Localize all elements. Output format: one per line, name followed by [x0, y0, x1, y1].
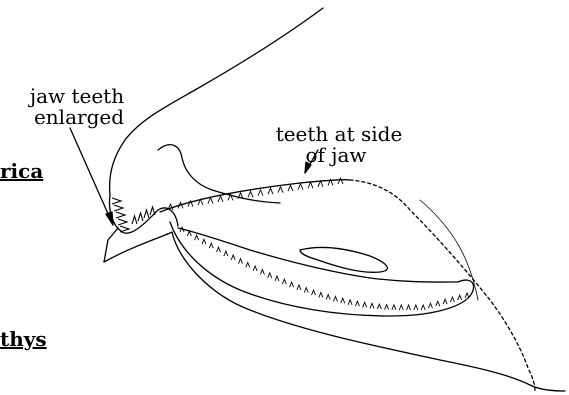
lower-tooth — [377, 304, 381, 309]
lower-jaw-teeth — [180, 227, 469, 310]
upper-jaw-top — [158, 145, 280, 203]
enlarged-tooth — [144, 210, 149, 218]
lower-tooth — [458, 295, 462, 300]
enlarged-tooth — [112, 198, 121, 204]
lower-tooth — [392, 305, 396, 310]
lower-tooth — [436, 301, 440, 306]
lower-tooth — [385, 305, 389, 310]
lower-tooth — [465, 293, 469, 298]
rear-faint-line — [420, 200, 478, 300]
enlarged-tooth — [120, 226, 129, 232]
lower-tooth — [355, 301, 359, 306]
side-tooth — [338, 178, 343, 184]
lower-jaw-inner-top — [178, 228, 458, 282]
side-tooth — [268, 188, 273, 194]
lower-tooth — [231, 255, 235, 260]
lower-tooth — [428, 303, 432, 308]
enlarged-tooth — [150, 207, 155, 215]
lower-tooth — [253, 266, 257, 271]
lower-tooth — [450, 297, 454, 302]
side-tooth — [278, 187, 283, 193]
side-tooth — [208, 198, 213, 204]
label-side-teeth-line2: of jaw — [285, 144, 387, 166]
enlarged-tooth — [116, 212, 125, 218]
lower-tooth — [370, 303, 374, 308]
side-jaw-teeth — [168, 178, 343, 210]
lower-tooth — [195, 235, 199, 240]
side-tooth — [288, 185, 293, 191]
lower-tooth — [217, 247, 221, 252]
enlarged-front-teeth — [112, 198, 155, 232]
inner-fold — [300, 248, 387, 273]
lower-tooth — [407, 305, 411, 310]
lower-tooth — [414, 305, 418, 310]
lower-tooth — [399, 305, 403, 310]
lower-tooth — [443, 299, 447, 304]
lower-tooth — [363, 302, 367, 307]
head-outline — [110, 8, 323, 195]
side-tooth — [218, 196, 223, 202]
maxilla-line — [160, 180, 350, 212]
lower-tooth — [282, 279, 286, 284]
cut-off-text-top: rica — [0, 159, 43, 183]
lower-tooth — [224, 251, 228, 256]
label-jaw-teeth-line2: enlarged — [30, 106, 128, 128]
arrow-jaw-teeth — [70, 128, 113, 225]
lower-tooth — [319, 292, 323, 297]
enlarged-tooth — [118, 219, 127, 225]
label-side-teeth-line1: teeth at side — [265, 123, 413, 145]
label-jaw-teeth-line1: jaw teeth — [18, 85, 136, 107]
lower-tooth — [341, 298, 345, 303]
arrow-jaw-teeth-head — [106, 212, 113, 225]
enlarged-tooth — [114, 205, 123, 211]
lower-tooth — [260, 269, 264, 274]
lower-tooth — [202, 239, 206, 244]
cut-off-text-bottom: thys — [0, 327, 47, 351]
lower-tooth — [333, 296, 337, 301]
side-tooth — [248, 191, 253, 197]
lower-tooth — [209, 243, 213, 248]
enlarged-tooth — [138, 213, 143, 221]
lower-tooth — [297, 285, 301, 290]
lower-tooth — [304, 288, 308, 293]
lower-tooth — [421, 305, 425, 310]
lower-tooth — [348, 300, 352, 305]
side-tooth — [308, 182, 313, 188]
enlarged-tooth — [132, 216, 137, 224]
lower-tooth — [268, 273, 272, 278]
side-tooth — [298, 184, 303, 190]
lower-tooth — [326, 295, 330, 300]
lower-jaw-outer — [104, 232, 565, 391]
lower-tooth — [246, 262, 250, 267]
lower-tooth — [312, 290, 316, 295]
lower-tooth — [238, 259, 242, 264]
chin-front — [104, 228, 118, 262]
lower-tooth — [275, 276, 279, 281]
lower-tooth — [290, 282, 294, 287]
side-tooth — [258, 190, 263, 196]
